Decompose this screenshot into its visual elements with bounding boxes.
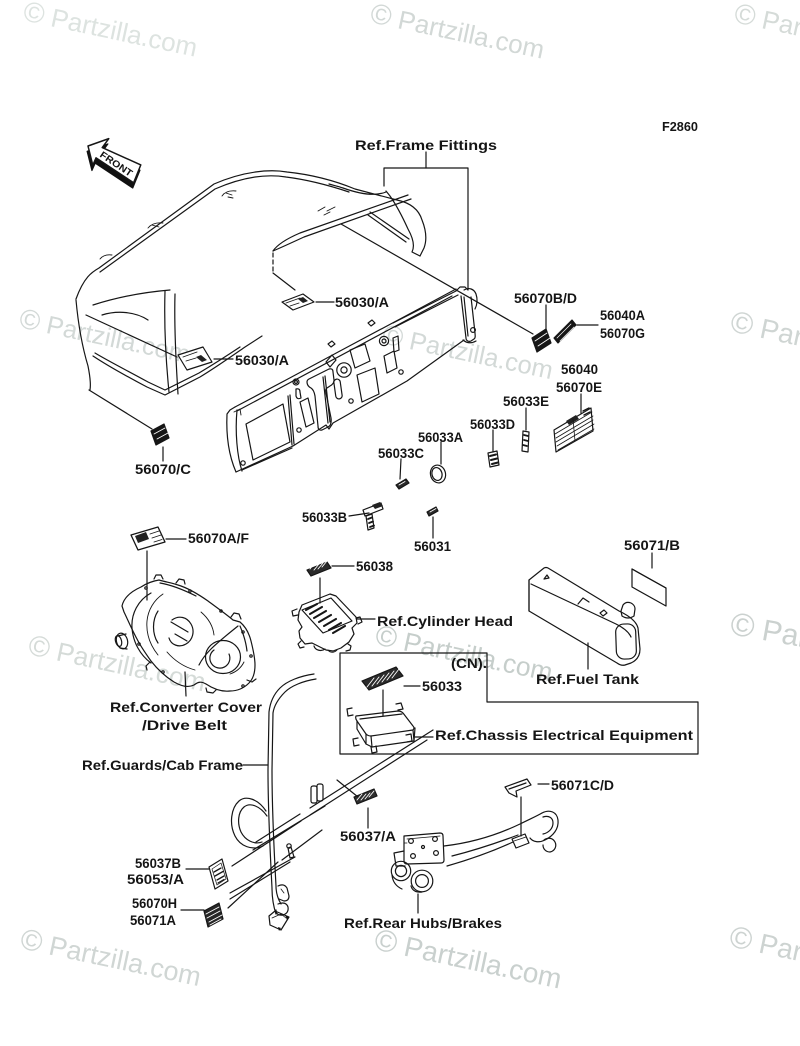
svg-text:56038: 56038	[356, 558, 393, 574]
svg-text:56033B: 56033B	[302, 509, 347, 525]
svg-text:56037B: 56037B	[135, 855, 181, 871]
svg-text:56070B/D: 56070B/D	[514, 290, 577, 306]
svg-text:© Partzilla.com: © Partzilla.com	[728, 605, 800, 676]
svg-text:© Partzilla.com: © Partzilla.com	[18, 923, 205, 993]
svg-text:56033C: 56033C	[378, 445, 424, 461]
svg-text:56033A: 56033A	[418, 429, 463, 445]
svg-text:Ref.Converter Cover: Ref.Converter Cover	[110, 699, 263, 715]
svg-text:Ref.Cylinder Head: Ref.Cylinder Head	[377, 613, 513, 629]
svg-text:Ref.Fuel Tank: Ref.Fuel Tank	[536, 671, 639, 687]
svg-text:56070H: 56070H	[132, 895, 177, 911]
svg-text:56070G: 56070G	[600, 325, 645, 341]
svg-text:Ref.Guards/Cab Frame: Ref.Guards/Cab Frame	[82, 757, 243, 773]
svg-text:56037/A: 56037/A	[340, 828, 396, 844]
svg-text:56033: 56033	[422, 678, 462, 694]
svg-text:56033E: 56033E	[503, 393, 549, 409]
svg-text:© Partzilla.com: © Partzilla.com	[21, 0, 201, 64]
svg-text:56070A/F: 56070A/F	[188, 530, 249, 546]
svg-text:56030/A: 56030/A	[335, 294, 389, 310]
svg-text:/Drive Belt: /Drive Belt	[142, 717, 227, 733]
svg-text:Ref.Rear Hubs/Brakes: Ref.Rear Hubs/Brakes	[344, 915, 502, 931]
svg-text:56030/A: 56030/A	[235, 352, 289, 368]
svg-text:© Partzilla.com: © Partzilla.com	[372, 923, 565, 996]
svg-text:56033D: 56033D	[470, 416, 515, 432]
svg-text:56070E: 56070E	[556, 379, 602, 395]
svg-text:© Partzilla.com: © Partzilla.com	[368, 0, 548, 66]
svg-text:Ref.Frame Fittings: Ref.Frame Fittings	[355, 137, 497, 153]
svg-text:© Partzilla.com: © Partzilla.com	[727, 920, 800, 993]
svg-text:56040: 56040	[561, 361, 598, 377]
svg-text:56040A: 56040A	[600, 307, 645, 323]
svg-text:56031: 56031	[414, 538, 451, 554]
svg-text:F2860: F2860	[662, 119, 698, 134]
svg-text:56053/A: 56053/A	[127, 871, 184, 887]
svg-text:56071/B: 56071/B	[624, 537, 680, 553]
svg-text:(CN).: (CN).	[451, 655, 487, 671]
svg-text:56070/C: 56070/C	[135, 461, 191, 477]
svg-text:Ref.Chassis Electrical Equipme: Ref.Chassis Electrical Equipment	[435, 727, 693, 743]
svg-text:56071C/D: 56071C/D	[551, 777, 614, 793]
svg-text:© Partzilla.com: © Partzilla.com	[380, 319, 556, 385]
svg-text:56071A: 56071A	[130, 912, 176, 928]
svg-text:© Partzilla.com: © Partzilla.com	[373, 620, 556, 689]
svg-text:© Partzilla.com: © Partzilla.com	[732, 0, 800, 66]
svg-text:© Partzilla.com: © Partzilla.com	[728, 305, 800, 378]
